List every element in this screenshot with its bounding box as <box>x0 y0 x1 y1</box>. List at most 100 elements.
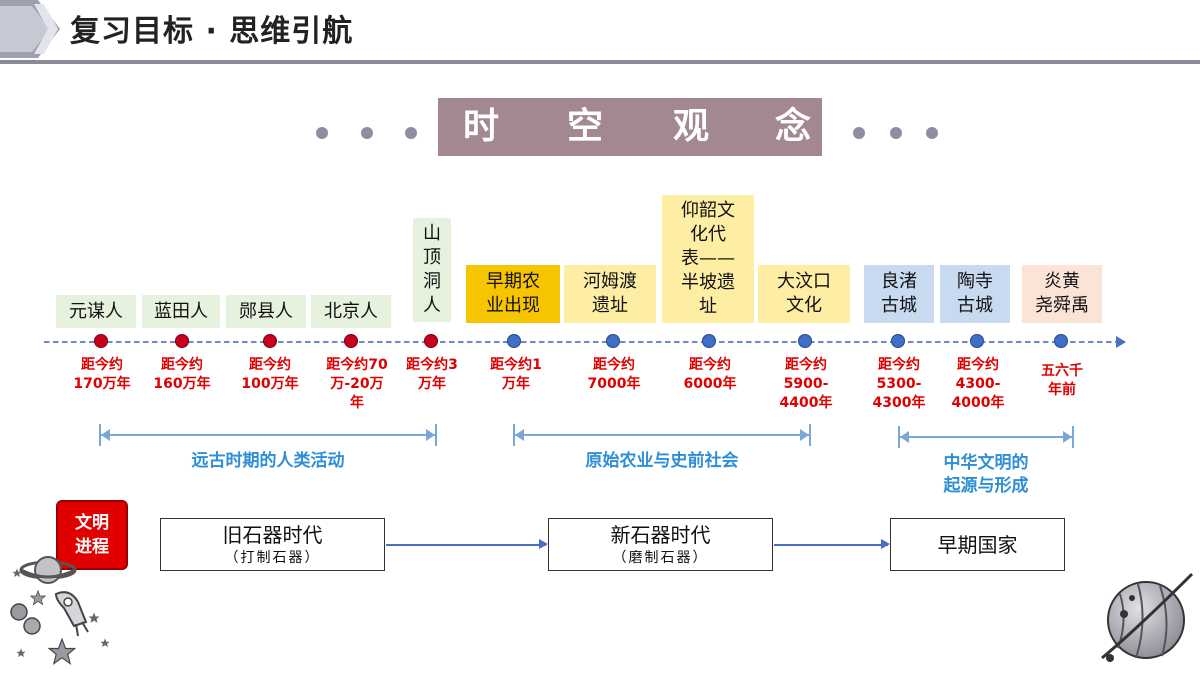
label-line: 山 <box>423 223 441 244</box>
age-title: 新石器时代 <box>610 523 711 547</box>
date-line: 距今约 <box>689 357 731 373</box>
period-bracket <box>513 424 811 446</box>
timeline-dot <box>507 334 521 348</box>
event-label: 河姆渡 遗址 <box>564 265 656 323</box>
date-line: 160万年 <box>153 376 211 392</box>
event-label: 早期农 业出现 <box>466 265 560 323</box>
date-line: 五六千 <box>1041 363 1083 379</box>
civilization-badge: 文明 进程 <box>56 500 128 570</box>
date-line: 5300- <box>876 376 922 392</box>
label-line: 址 <box>699 296 717 317</box>
period-label: 远古时期的人类活动 <box>191 451 345 471</box>
date-line: 4000年 <box>951 395 1005 411</box>
star-icon <box>100 638 110 648</box>
decor-dot <box>853 127 865 139</box>
age-subtitle: （打制石器） <box>224 550 321 566</box>
date-line: 距今约3 <box>406 357 458 373</box>
date-line: 距今约 <box>878 357 920 373</box>
label-line: 古城 <box>881 295 917 316</box>
event-label: 陶寺 古城 <box>940 265 1010 323</box>
progress-arrow <box>774 540 890 548</box>
section-banner: 时 空 观 念 <box>438 98 822 156</box>
timeline-dot <box>798 334 812 348</box>
age-title: 早期国家 <box>937 532 1018 557</box>
date-line: 距今约70 <box>326 357 388 373</box>
event-date: 距今约3 万年 <box>400 356 464 394</box>
planet-icon <box>19 556 77 584</box>
timeline-dot <box>263 334 277 348</box>
event-date: 距今约 7000年 <box>578 356 650 394</box>
period-label: 中华文明的 起源与形成 <box>898 452 1074 498</box>
label-line: 河姆渡 <box>583 271 637 292</box>
date-line: 100万年 <box>241 376 299 392</box>
timeline-dot <box>175 334 189 348</box>
period-bracket <box>898 426 1074 448</box>
date-line: 距今约 <box>249 357 291 373</box>
star-icon <box>48 638 76 666</box>
timeline-dot <box>424 334 438 348</box>
timeline-dot <box>94 334 108 348</box>
event-label: 蓝田人 <box>142 295 220 328</box>
banner-char: 念 <box>774 106 811 147</box>
banner-char: 观 <box>672 106 709 147</box>
decor-dot <box>890 127 902 139</box>
badge-line: 进程 <box>75 537 109 557</box>
label-line: 文化 <box>786 295 822 316</box>
label-line: 人 <box>423 295 441 316</box>
chevron-icon <box>0 0 60 58</box>
label-line: 尧舜禹 <box>1035 295 1089 316</box>
event-date: 距今约70 万-20万 年 <box>318 356 396 413</box>
timeline-dot <box>970 334 984 348</box>
date-line: 6000年 <box>683 376 737 392</box>
label-line: 化代 <box>690 224 726 245</box>
label-line: 陶寺 <box>957 271 993 292</box>
date-line: 4300- <box>955 376 1001 392</box>
star-icon <box>88 612 100 623</box>
event-label: 炎黄 尧舜禹 <box>1022 265 1102 323</box>
event-label: 良渚 古城 <box>864 265 934 323</box>
page-title: 复习目标 · 思维引航 <box>70 14 354 49</box>
timeline-dot <box>702 334 716 348</box>
date-line: 4400年 <box>779 395 833 411</box>
decor-dot <box>405 127 417 139</box>
timeline-dot <box>1054 334 1068 348</box>
event-label: 大汶口 文化 <box>758 265 850 323</box>
star-icon <box>30 590 46 606</box>
age-box-early-state: 早期国家 <box>890 518 1065 571</box>
date-line: 万-20万 <box>330 376 384 392</box>
label-line: 早期农 <box>486 271 540 292</box>
header-rule <box>0 60 1200 64</box>
age-box-paleolithic: 旧石器时代 （打制石器） <box>160 518 385 571</box>
event-date: 距今约 170万年 <box>66 356 138 394</box>
event-date: 距今约 4300- 4000年 <box>942 356 1014 413</box>
decor-dot <box>361 127 373 139</box>
badge-line: 文明 <box>75 513 109 533</box>
period-bracket <box>99 424 437 446</box>
event-label: 元谋人 <box>56 295 136 328</box>
label-line: 北京人 <box>324 300 378 322</box>
label-line: 半坡遗 <box>681 272 735 293</box>
event-label: 仰韶文 化代 表—— 半坡遗 址 <box>662 195 754 323</box>
period-label-line: 中华文明的 <box>943 453 1029 473</box>
age-box-neolithic: 新石器时代 （磨制石器） <box>548 518 773 571</box>
period-label: 原始农业与史前社会 <box>585 451 739 471</box>
date-line: 距今约 <box>81 357 123 373</box>
timeline-arrow-icon <box>1116 336 1126 348</box>
date-line: 距今约 <box>785 357 827 373</box>
label-line: 元谋人 <box>69 300 123 322</box>
age-subtitle: （磨制石器） <box>612 550 709 566</box>
timeline-axis <box>44 341 1118 343</box>
label-line: 顶 <box>423 247 441 268</box>
planet-icon <box>10 603 41 635</box>
banner-char: 时 <box>462 106 499 147</box>
event-label: 郧县人 <box>226 295 306 328</box>
period-label-line: 起源与形成 <box>943 476 1029 496</box>
event-label: 北京人 <box>311 295 391 328</box>
label-line: 炎黄 <box>1044 271 1080 292</box>
label-line: 蓝田人 <box>154 300 208 322</box>
label-line: 遗址 <box>592 295 628 316</box>
timeline-dot <box>606 334 620 348</box>
planet-icon <box>1101 572 1194 662</box>
label-line: 洞 <box>423 271 441 292</box>
label-line: 大汶口 <box>777 271 831 292</box>
